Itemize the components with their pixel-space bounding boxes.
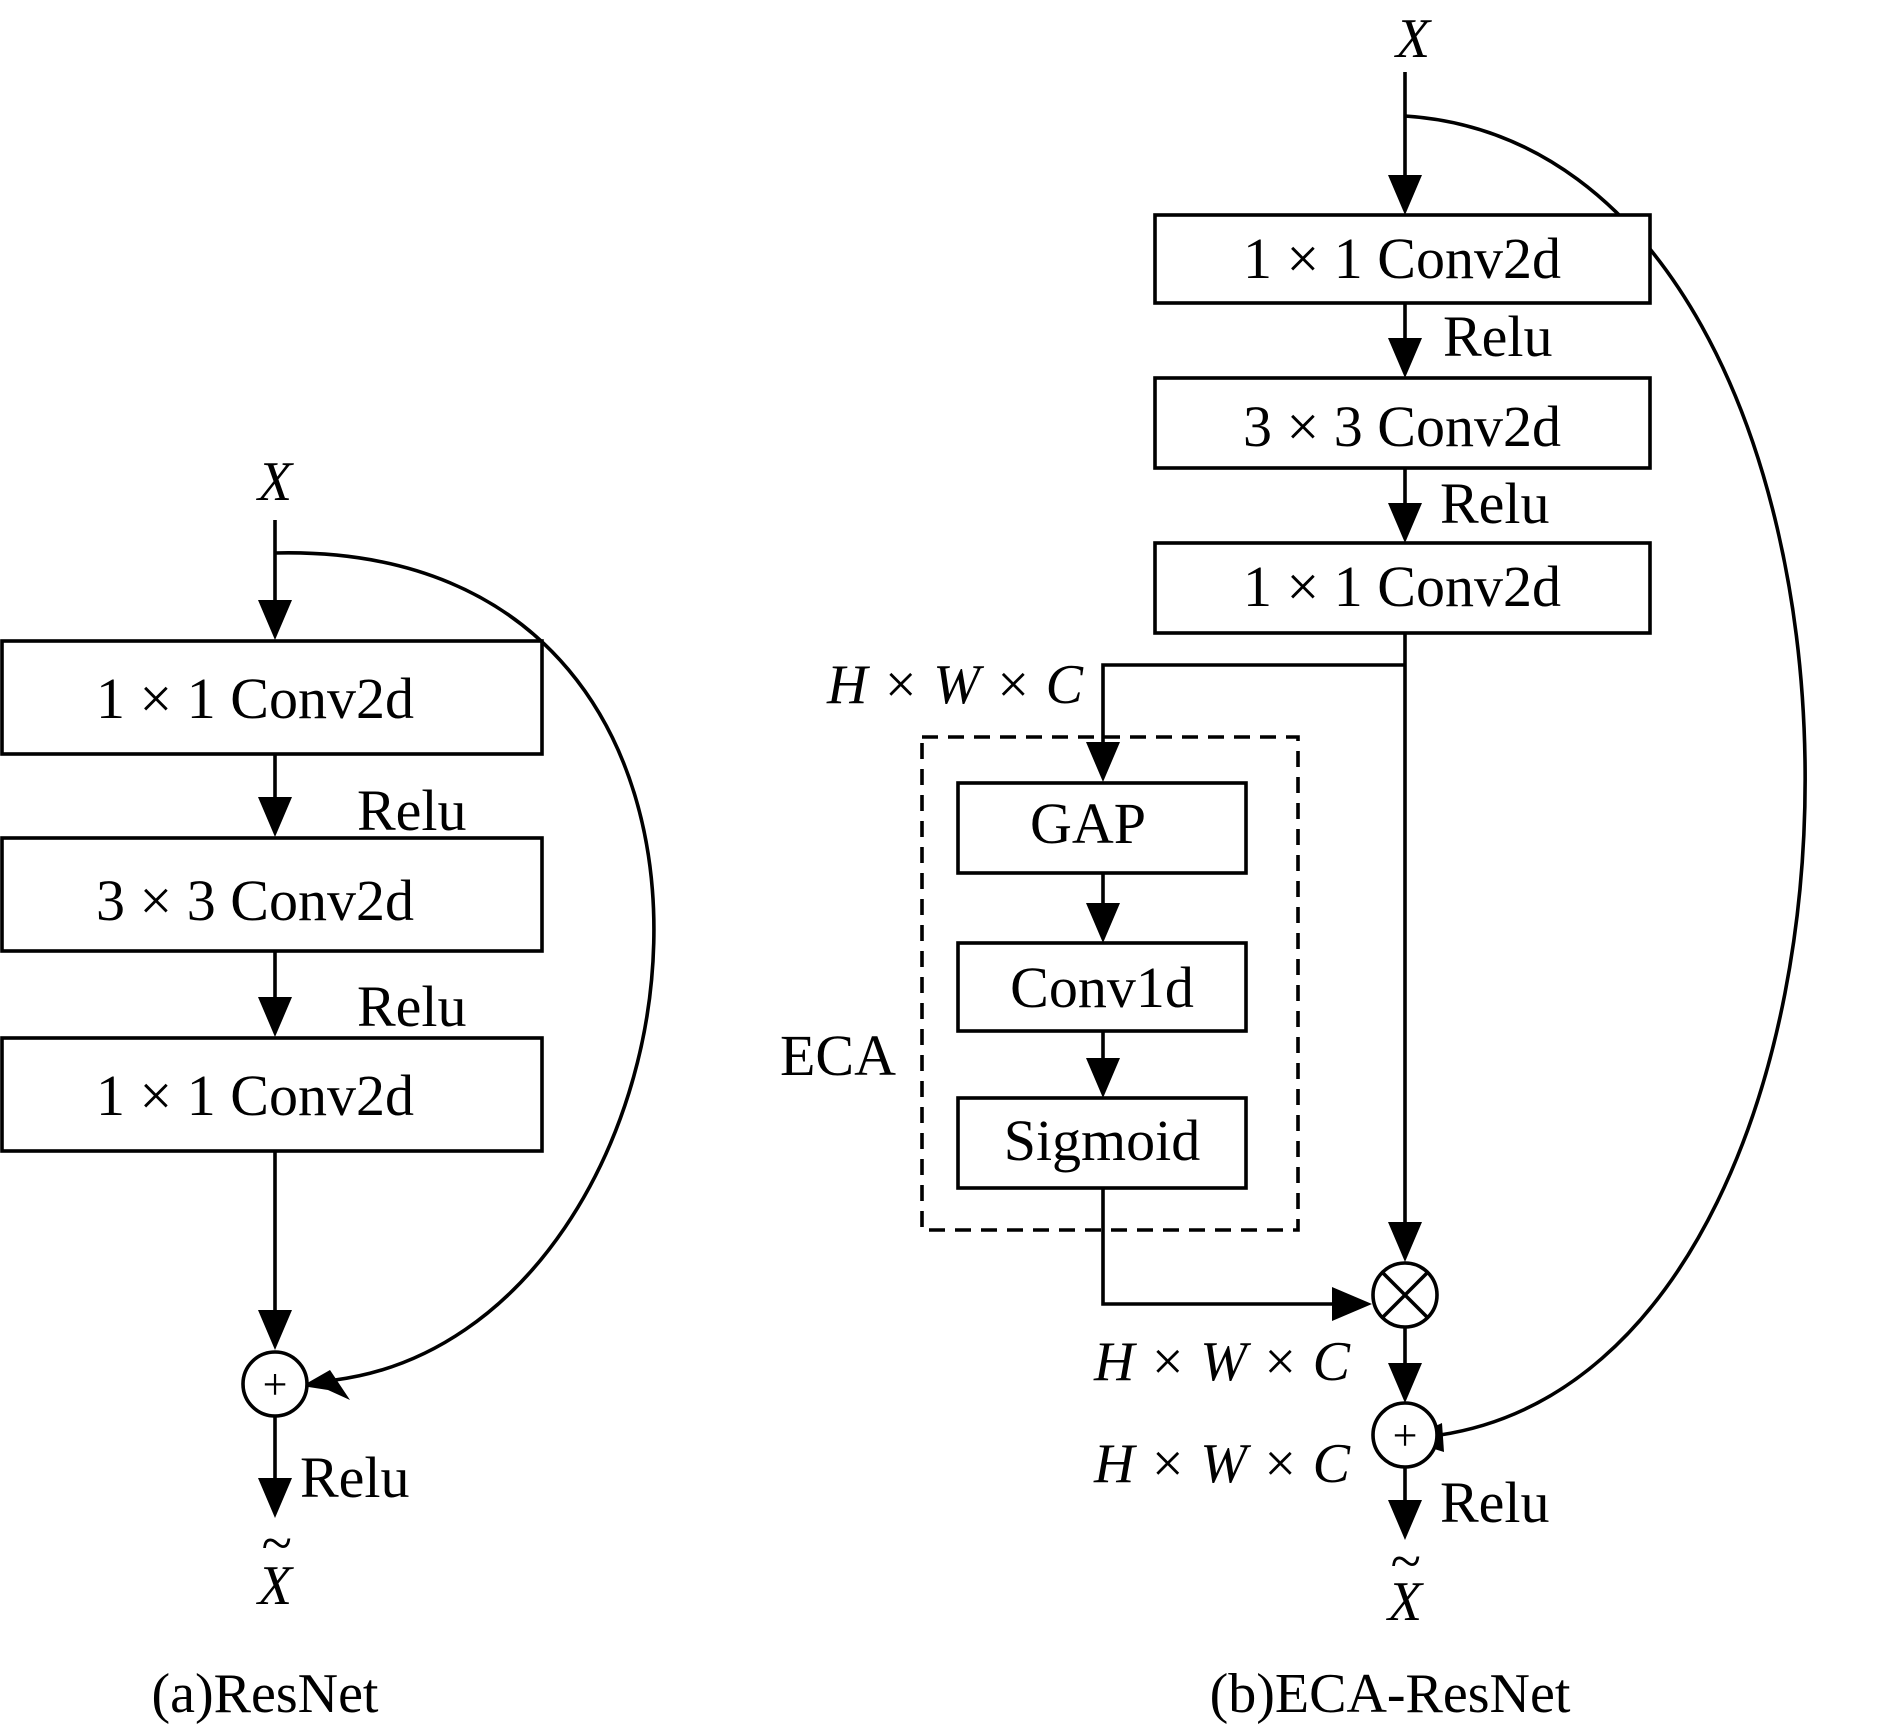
resnet-relu-2: Relu bbox=[357, 974, 467, 1039]
eca-arrow-mul bbox=[1388, 1363, 1422, 1403]
eca-main-block-2 bbox=[1153, 376, 1652, 470]
eca-resnet-diagram: X 1 × 1 Conv2d Relu 3 × 3 Conv2d Relu 1 … bbox=[780, 8, 1807, 1725]
resnet-diagram: X 1 × 1 Conv2d Relu 3 × 3 Conv2d Relu 1 … bbox=[0, 451, 656, 1725]
eca-dims-top: H × W × C bbox=[826, 654, 1084, 716]
resnet-arrow-1 bbox=[258, 797, 292, 837]
eca-relu-2: Relu bbox=[1440, 471, 1550, 536]
resnet-skip-connection bbox=[274, 551, 656, 1382]
eca-conv1d-block bbox=[956, 941, 1248, 1033]
resnet-caption: (a)ResNet bbox=[151, 1663, 378, 1725]
eca-dims-mul: H × W × C bbox=[1093, 1331, 1351, 1393]
resnet-arrow-3 bbox=[258, 1310, 292, 1350]
eca-gap-block bbox=[956, 781, 1248, 875]
eca-module-box bbox=[920, 735, 1300, 1232]
eca-main-block-3 bbox=[1153, 541, 1652, 635]
resnet-skip-arrow bbox=[302, 1370, 350, 1400]
resnet-relu-1: Relu bbox=[357, 778, 467, 843]
resnet-block-1 bbox=[0, 639, 544, 756]
eca-skip-connection bbox=[1404, 114, 1807, 1437]
eca-main-block-1 bbox=[1153, 213, 1652, 305]
resnet-out-relu: Relu bbox=[300, 1445, 410, 1510]
eca-module-label: ECA bbox=[780, 1023, 896, 1088]
resnet-block-2-label: 3 × 3 Conv2d bbox=[96, 868, 414, 933]
eca-multiply-x2 bbox=[1380, 1270, 1430, 1320]
eca-main-branch-arrow bbox=[1388, 1222, 1422, 1262]
eca-dims-add: H × W × C bbox=[1093, 1433, 1351, 1495]
eca-main-block-1-label: 1 × 1 Conv2d bbox=[1243, 226, 1561, 291]
eca-relu-1: Relu bbox=[1443, 304, 1553, 369]
eca-out-arrow bbox=[1388, 1500, 1422, 1540]
resnet-add-symbol: + bbox=[263, 1360, 288, 1409]
eca-sigmoid-out-line bbox=[1101, 1188, 1340, 1306]
eca-output-label: X bbox=[1386, 1571, 1425, 1633]
resnet-block-1-label: 1 × 1 Conv2d bbox=[96, 666, 414, 731]
eca-resnet-caption: (b)ECA-ResNet bbox=[1210, 1663, 1571, 1725]
eca-input-label: X bbox=[1394, 8, 1433, 70]
resnet-arrow-2 bbox=[258, 997, 292, 1037]
resnet-input-label: X bbox=[256, 451, 295, 513]
eca-output-tilde: ~ bbox=[1390, 1531, 1420, 1593]
eca-arrow-2 bbox=[1388, 503, 1422, 543]
eca-main-block-2-label: 3 × 3 Conv2d bbox=[1243, 394, 1561, 459]
resnet-output-tilde: ~ bbox=[261, 1513, 291, 1575]
resnet-block-2 bbox=[0, 836, 544, 953]
eca-gap-label: GAP bbox=[1030, 791, 1146, 856]
eca-branch-line bbox=[1101, 663, 1405, 742]
eca-input-arrow bbox=[1388, 175, 1422, 215]
resnet-block-3 bbox=[0, 1036, 544, 1153]
eca-branch-arrow bbox=[1086, 742, 1120, 782]
resnet-block-3-label: 1 × 1 Conv2d bbox=[96, 1063, 414, 1128]
eca-sigmoid-label: Sigmoid bbox=[1004, 1108, 1201, 1173]
eca-out-relu: Relu bbox=[1440, 1470, 1550, 1535]
eca-arrow-gap bbox=[1086, 903, 1120, 943]
eca-conv1d-label: Conv1d bbox=[1010, 955, 1194, 1020]
eca-arrow-conv1d bbox=[1086, 1058, 1120, 1098]
resnet-out-arrow bbox=[258, 1478, 292, 1518]
resnet-input-arrow bbox=[258, 600, 292, 640]
resnet-output-label: X bbox=[256, 1555, 295, 1617]
eca-main-block-3-label: 1 × 1 Conv2d bbox=[1243, 554, 1561, 619]
eca-add-symbol: + bbox=[1393, 1411, 1418, 1460]
eca-sigmoid-out-arrow bbox=[1332, 1287, 1372, 1321]
eca-arrow-1 bbox=[1388, 338, 1422, 378]
